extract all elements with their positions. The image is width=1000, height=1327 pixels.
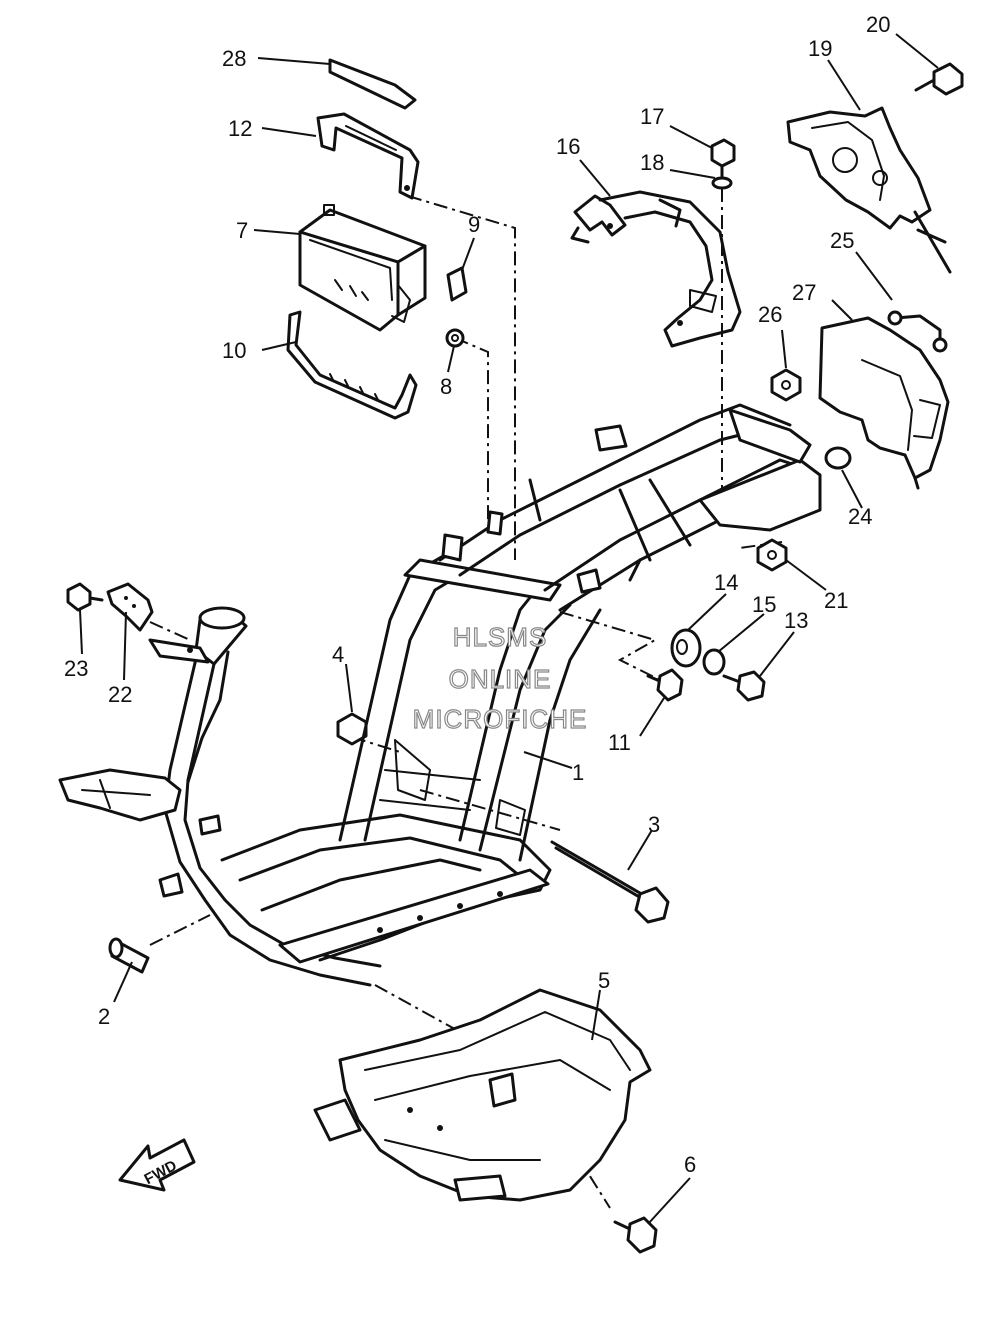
callout-21: 21: [824, 588, 848, 613]
callout-8: 8: [440, 374, 452, 399]
callout-7: 7: [236, 218, 248, 243]
part-27-side-cover: [818, 316, 950, 490]
callout-1: 1: [572, 760, 584, 785]
callout-28: 28: [222, 46, 246, 71]
watermark-line-3: MICROFICHE: [413, 704, 588, 734]
part-25-screws: [887, 310, 948, 353]
callout-11: 11: [608, 730, 631, 755]
watermark: HLSMS ONLINE MICROFICHE: [412, 621, 588, 734]
part-26-nut: [770, 368, 802, 402]
part-17-bolt: [710, 138, 736, 180]
part-23-bolt: [66, 582, 104, 612]
callout-23: 23: [64, 656, 88, 681]
part-14-bushing: [670, 628, 702, 668]
part-28-seal: [328, 58, 417, 110]
watermark-line-2: ONLINE: [449, 664, 552, 694]
part-10-battery-holder: [286, 310, 418, 420]
callout-22: 22: [108, 682, 132, 707]
part-20-bolt: [914, 62, 964, 96]
callout-27: 27: [792, 280, 816, 305]
part-2-collar: [108, 937, 150, 974]
part-13-bolt: [722, 670, 766, 702]
callout-10: 10: [222, 338, 246, 363]
leader-lines: [79, 33, 939, 1225]
part-3-long-bolt: [550, 840, 670, 924]
callout-15: 15: [752, 592, 776, 617]
callout-4: 4: [332, 642, 344, 667]
part-15-washer: [702, 648, 726, 676]
part-1-main-frame: [58, 403, 822, 987]
callout-25: 25: [830, 228, 854, 253]
part-12-battery-band: [316, 112, 420, 200]
part-22-bracket: [106, 582, 154, 632]
callout-17: 17: [640, 104, 664, 129]
callout-13: 13: [784, 608, 808, 633]
callout-3: 3: [648, 812, 660, 837]
callout-14: 14: [714, 570, 738, 595]
part-24-cap: [824, 446, 852, 470]
callout-19: 19: [808, 36, 832, 61]
watermark-line-1: HLSMS: [453, 622, 548, 652]
part-18-washer: [711, 176, 733, 190]
callout-numbers: 28 12 7 10 9 8 16 17 18 19 20 25 27 26 2…: [64, 12, 890, 1177]
part-4-nut: [336, 712, 368, 746]
part-5-under-cover: [313, 988, 652, 1202]
callout-18: 18: [640, 150, 664, 175]
callout-5: 5: [598, 968, 610, 993]
callout-2: 2: [98, 1004, 110, 1029]
part-21-nut: [756, 538, 788, 572]
callout-12: 12: [228, 116, 252, 141]
callout-6: 6: [684, 1152, 696, 1177]
callout-26: 26: [758, 302, 782, 327]
part-7-battery-box: [298, 204, 427, 332]
part-11-bolt: [646, 668, 684, 702]
callout-16: 16: [556, 134, 580, 159]
part-9-damper: [446, 266, 468, 302]
part-6-bolt: [613, 1216, 658, 1254]
callout-24: 24: [848, 504, 872, 529]
callout-9: 9: [468, 212, 480, 237]
callout-20: 20: [866, 12, 890, 37]
part-16-bracket: [570, 190, 742, 348]
forward-arrow-icon: FWD: [118, 1138, 196, 1192]
part-19-cover: [786, 106, 952, 274]
part-8-collar: [445, 328, 465, 348]
